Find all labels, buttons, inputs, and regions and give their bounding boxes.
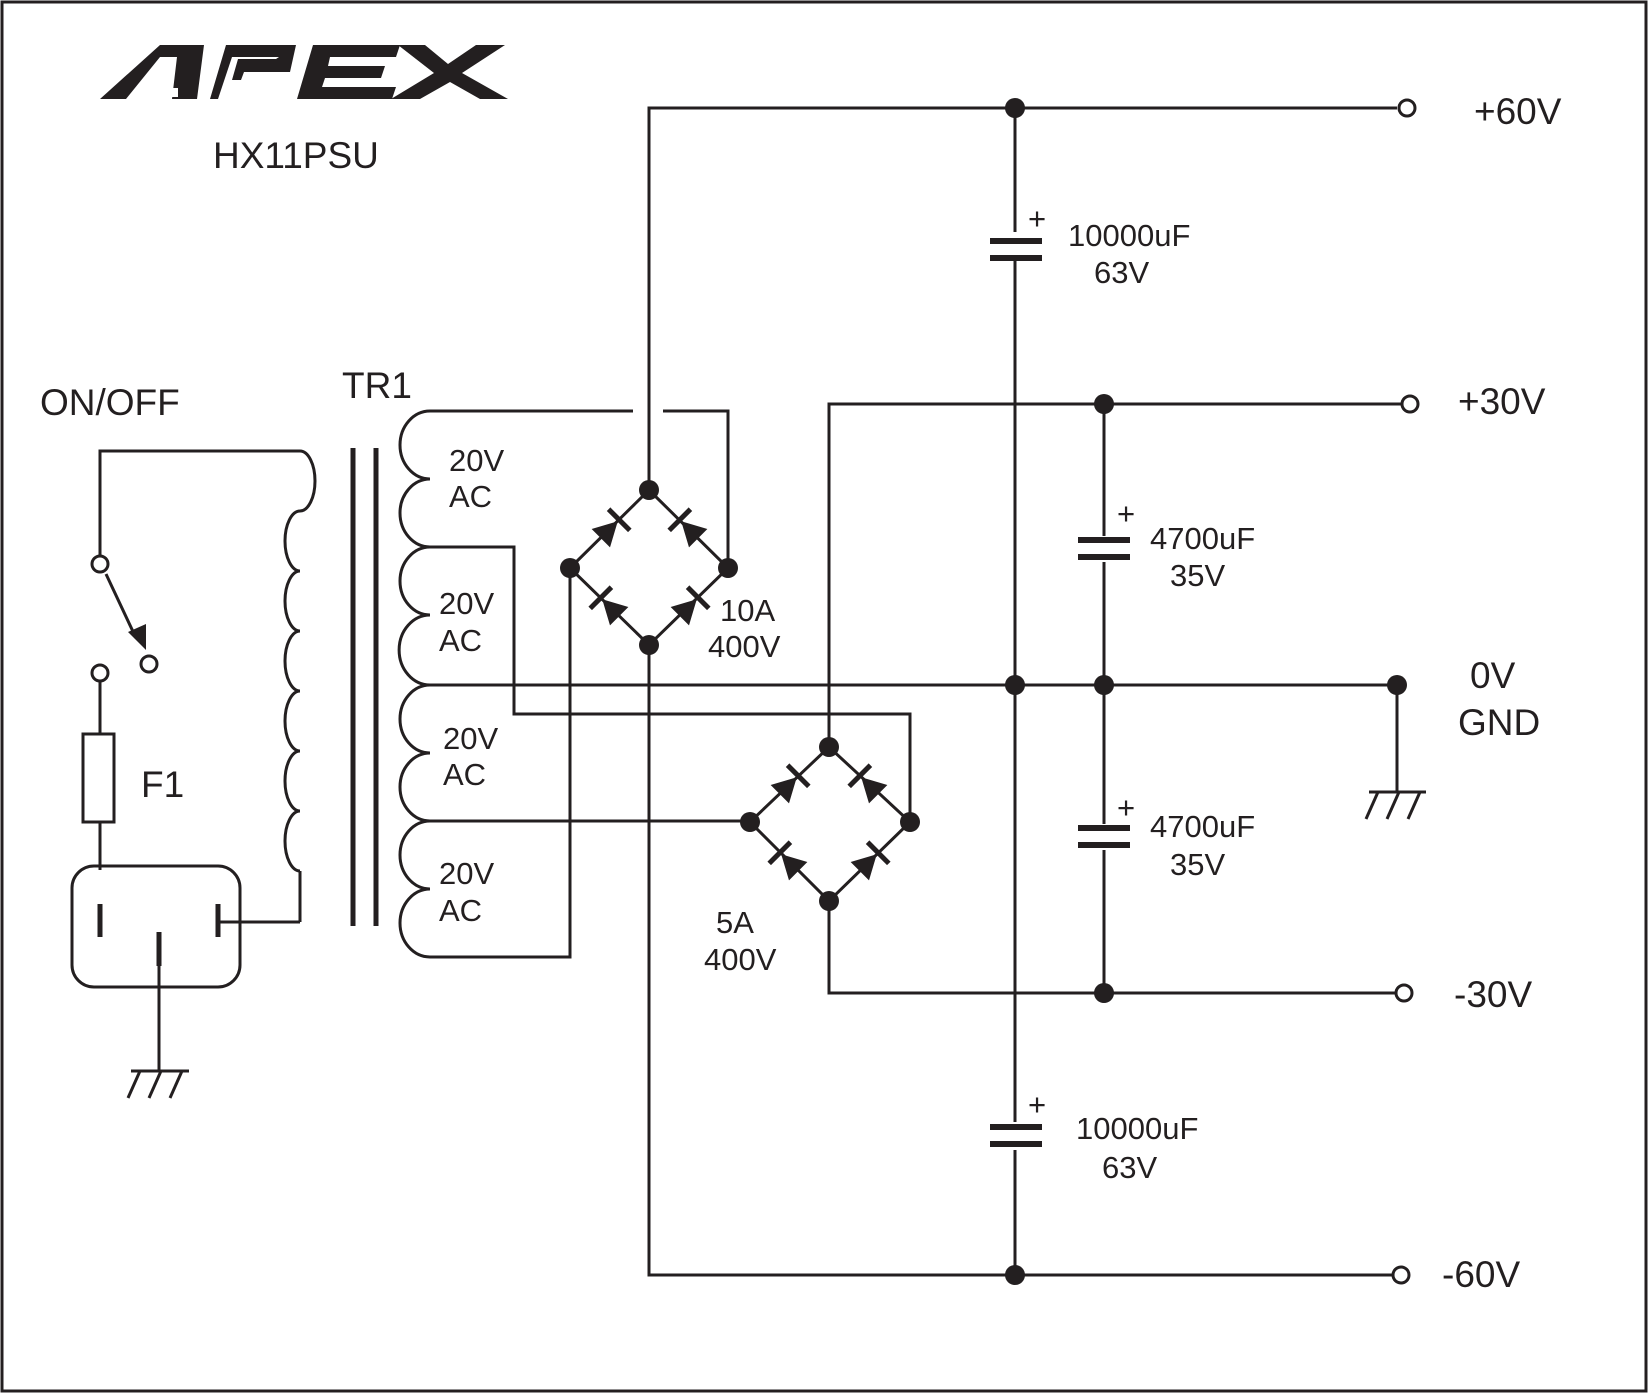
- rail-label-0v: 0V: [1470, 655, 1516, 696]
- c2-polarity: +: [1117, 496, 1135, 531]
- winding-2-type: AC: [439, 623, 482, 658]
- secondary-winding-1: [398, 409, 431, 549]
- c1-voltage: 63V: [1094, 255, 1149, 290]
- fuse-label: F1: [141, 764, 184, 805]
- primary-winding-leads: [285, 449, 302, 922]
- rail-label-plus-30: +30V: [1458, 381, 1546, 422]
- terminal-plus-30: [1400, 394, 1420, 414]
- rail-label-minus-30: -30V: [1454, 974, 1532, 1015]
- switch-label: ON/OFF: [40, 382, 180, 423]
- winding-4-type: AC: [439, 893, 482, 928]
- c1-value: 10000uF: [1068, 218, 1190, 253]
- chassis-ground-icon: [1364, 685, 1426, 820]
- c4-value: 10000uF: [1076, 1111, 1198, 1146]
- mains-socket: [70, 864, 300, 989]
- wire-w1-top: [430, 409, 730, 568]
- secondary-winding-2: [397, 545, 431, 687]
- rail-plus-30: [827, 402, 1401, 747]
- c3-value: 4700uF: [1150, 809, 1255, 844]
- apex-logo: [100, 45, 508, 99]
- c4-polarity: +: [1028, 1087, 1046, 1122]
- rail-plus-60: [647, 106, 1397, 490]
- on-off-switch: [90, 554, 159, 683]
- c1-polarity: +: [1028, 201, 1046, 236]
- winding-3-voltage: 20V: [443, 721, 498, 756]
- model-label: HX11PSU: [213, 135, 379, 176]
- secondary-winding-4: [398, 819, 431, 959]
- winding-2-voltage: 20V: [439, 586, 494, 621]
- winding-3-type: AC: [443, 757, 486, 792]
- c3-voltage: 35V: [1170, 847, 1225, 882]
- rail-minus-60: [647, 645, 1392, 1277]
- c3-polarity: +: [1117, 790, 1135, 825]
- capacitor-c3: [1078, 825, 1130, 848]
- bridge-aux-voltage: 400V: [704, 942, 777, 977]
- primary-wire-top: [98, 449, 300, 564]
- primary-winding: [283, 449, 317, 873]
- fuse-f1: [81, 732, 116, 824]
- bridge-aux-current: 5A: [716, 905, 754, 940]
- rail-minus-30: [827, 901, 1397, 995]
- terminal-minus-30: [1394, 983, 1414, 1003]
- capacitor-c4: [990, 1124, 1042, 1147]
- terminal-plus-60: [1397, 98, 1417, 118]
- secondary-winding-3: [398, 683, 431, 823]
- rail-label-plus-60: +60V: [1474, 91, 1562, 132]
- winding-1-type: AC: [449, 479, 492, 514]
- wire-w4-bottom: [430, 568, 572, 959]
- c4-voltage: 63V: [1102, 1150, 1157, 1185]
- bridge-main-current: 10A: [720, 593, 775, 628]
- rail-label-minus-60: -60V: [1442, 1254, 1520, 1295]
- winding-1-voltage: 20V: [449, 443, 504, 478]
- bridge-main-voltage: 400V: [708, 629, 781, 664]
- terminal-minus-60: [1391, 1265, 1411, 1285]
- winding-4-voltage: 20V: [439, 856, 494, 891]
- c2-voltage: 35V: [1170, 558, 1225, 593]
- capacitor-c2: [1078, 537, 1130, 560]
- c2-value: 4700uF: [1150, 521, 1255, 556]
- capacitor-c1: [990, 238, 1042, 261]
- earth-ground-icon: [126, 966, 189, 1099]
- rail-label-gnd: GND: [1458, 702, 1540, 743]
- junction-dots: [1005, 98, 1407, 1285]
- transformer-label: TR1: [342, 365, 412, 406]
- bridge-rectifier-5a: [740, 737, 920, 911]
- wire-w2-junction: [430, 545, 912, 822]
